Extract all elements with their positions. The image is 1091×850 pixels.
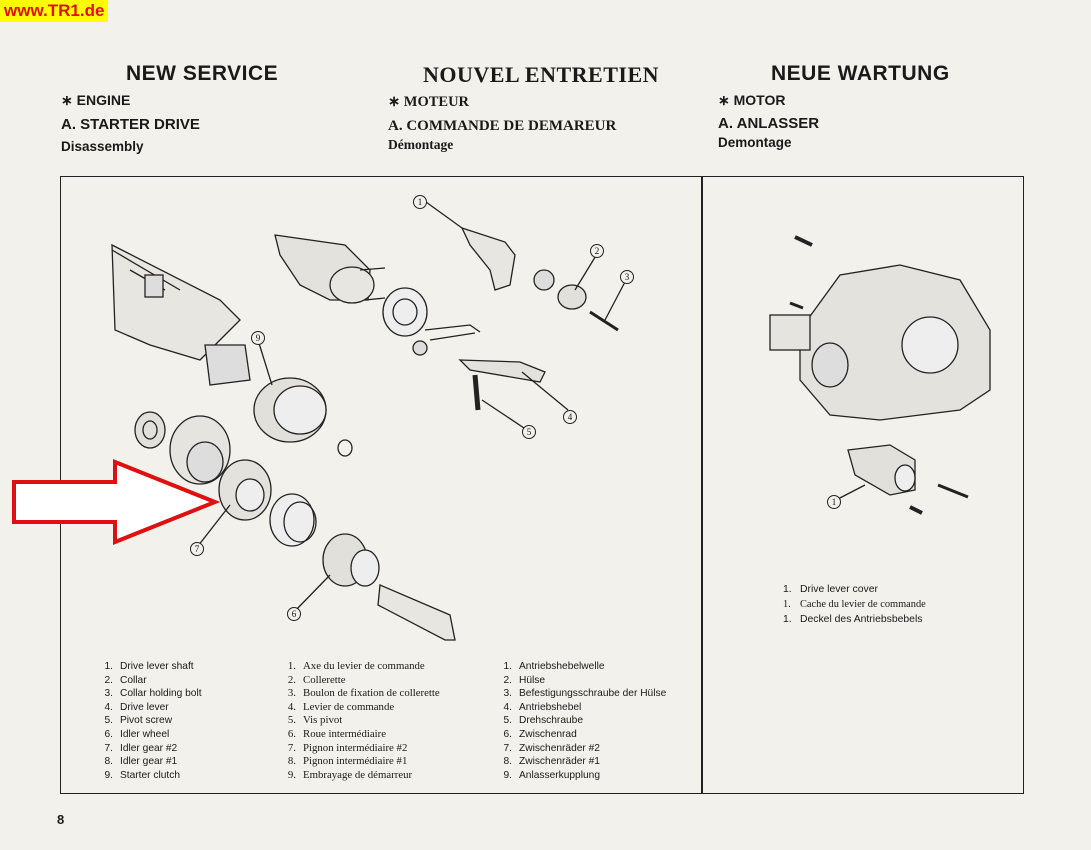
cover-legend: 1.Drive lever cover 1.Cache du levier de… [783,582,926,627]
callout-3: 3 [625,272,630,282]
frame-divider [701,176,703,794]
legend-item: 2.Collar [104,674,147,686]
cover-legend-item-de: 1.Deckel des Antriebsbebels [783,614,923,625]
header-title-fr: NOUVEL ENTRETIEN [423,62,660,87]
cover-legend-item-fr: 1.Cache du levier de commande [783,599,926,610]
legend-item: 6.Zwischenrad [503,728,577,740]
callout-circle-1 [413,195,427,209]
callout-2: 2 [595,246,600,256]
cover-callout: 1 [832,497,837,507]
legend-item: 5.Pivot screw [104,715,173,727]
legend-item: 9.Starter clutch [104,769,181,781]
header-title-de: NEUE WARTUNG [771,62,950,85]
callout-1: 1 [418,197,423,207]
legend-item: 8.Pignon intermédiaire #1 [287,755,408,768]
callout-9: 9 [256,333,261,343]
legend-item: 3.Boulon de fixation de collerette [287,687,440,700]
section-en: ∗ ENGINE [61,92,131,108]
step-de: Demontage [718,135,792,150]
header-column-fr: NOUVEL ENTRETIEN ∗ MOTEUR A. COMMANDE DE… [388,62,659,153]
callout-circle-9 [251,331,265,345]
watermark: www.TR1.de [0,0,109,22]
header-title-en: NEW SERVICE [126,62,279,85]
legend-item: 9.Anlasserkupplung [503,769,601,781]
legend-de: 1.Antriebshebelwelle 2.Hülse 3.Befestigu… [494,660,667,782]
legend-item: 1.Drive lever shaft [104,661,194,672]
callout-4: 4 [568,412,573,422]
callout-circle-5 [522,425,536,439]
section-fr: ∗ MOTEUR [388,94,470,110]
legend-item: 4.Drive lever [104,701,169,713]
legend-item: 2.Hülse [503,674,546,686]
header-column-en: NEW SERVICE ∗ ENGINE A. STARTER DRIVE Di… [61,62,278,154]
callout-circle-7 [190,542,204,556]
callout-5: 5 [527,427,532,437]
subsection-fr: A. COMMANDE DE DEMAREUR [388,118,617,134]
legend-item: 7.Pignon intermédiaire #2 [287,741,408,754]
legend-item: 7.Idler gear #2 [104,742,178,754]
callout-circle-3 [620,270,634,284]
legend-item: 1.Axe du levier de commande [287,660,425,672]
legend-item: 5.Drehschraube [503,715,584,727]
legend-item: 3.Befestigungsschraube der Hülse [503,688,667,700]
legend-item: 9.Embrayage de démarreur [287,768,413,781]
callout-circle-4 [563,410,577,424]
legend-item: 5.Vis pivot [287,714,343,727]
legend-item: 6.Idler wheel [104,728,170,740]
highlight-arrow [12,459,221,545]
legend-item: 1.Antriebshebelwelle [503,661,605,672]
step-fr: Démontage [388,137,454,152]
legend-item: 8.Idler gear #1 [104,756,178,768]
legend-fr: 1.Axe du levier de commande 2.Collerette… [278,660,440,782]
subsection-de: A. ANLASSER [718,115,820,132]
cover-callout-circle [827,495,841,509]
legend-item: 2.Collerette [287,673,346,686]
legend-en: 1.Drive lever shaft 2.Collar 3.Collar ho… [95,660,202,782]
section-de: ∗ MOTOR [718,92,786,108]
callout-7: 7 [195,544,200,554]
cover-legend-item-en: 1.Drive lever cover [783,584,878,595]
legend-item: 3.Collar holding bolt [104,688,202,700]
legend-item: 7.Zwischenräder #2 [503,742,600,754]
legend-item: 4.Levier de commande [287,700,395,713]
legend-item: 4.Antriebshebel [503,701,582,713]
legend-item: 8.Zwischenräder #1 [503,756,600,768]
step-en: Disassembly [61,139,144,154]
page-number: 8 [57,812,65,827]
callout-circle-6 [287,607,301,621]
legend-item: 6.Roue intermédiaire [287,727,387,740]
callout-6: 6 [292,609,297,619]
callout-circle-2 [590,244,604,258]
subsection-en: A. STARTER DRIVE [61,116,200,133]
header-column-de: NEUE WARTUNG ∗ MOTOR A. ANLASSER Demonta… [718,62,950,150]
